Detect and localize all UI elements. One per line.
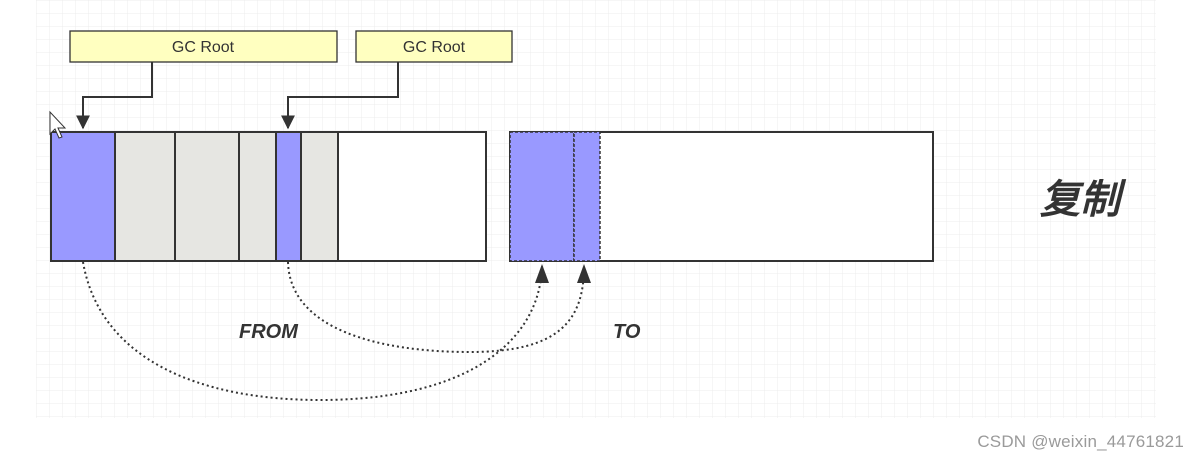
dead-object-3 [238,131,277,262]
dead-object-1 [114,131,176,262]
copied-object-2 [573,131,601,262]
gc-root-label-1: GC Root [172,39,235,56]
copy-arrow-2 [287,261,585,354]
live-object-1 [50,131,116,262]
dead-object-2 [174,131,240,262]
copy-arrow-2-head [577,264,591,283]
copy-arrow-1 [82,261,543,402]
from-label: FROM [239,321,299,343]
gc-root-box-1: GC Root [69,30,338,63]
live-object-2 [275,131,302,262]
from-space [50,131,487,262]
copied-object-1 [509,131,575,262]
gc-root-label-2: GC Root [403,39,466,56]
cursor-icon [49,110,67,139]
watermark: CSDN @weixin_44761821 [977,432,1184,451]
dead-object-4 [300,131,339,262]
root-reference-arrow-1 [76,62,153,130]
copy-arrow-1-head [535,264,549,283]
root-reference-arrow-2 [281,62,399,130]
diagram-title: 复制 [1040,178,1127,222]
to-label: TO [613,321,641,343]
to-space [509,131,934,262]
gc-root-box-2: GC Root [355,30,513,63]
